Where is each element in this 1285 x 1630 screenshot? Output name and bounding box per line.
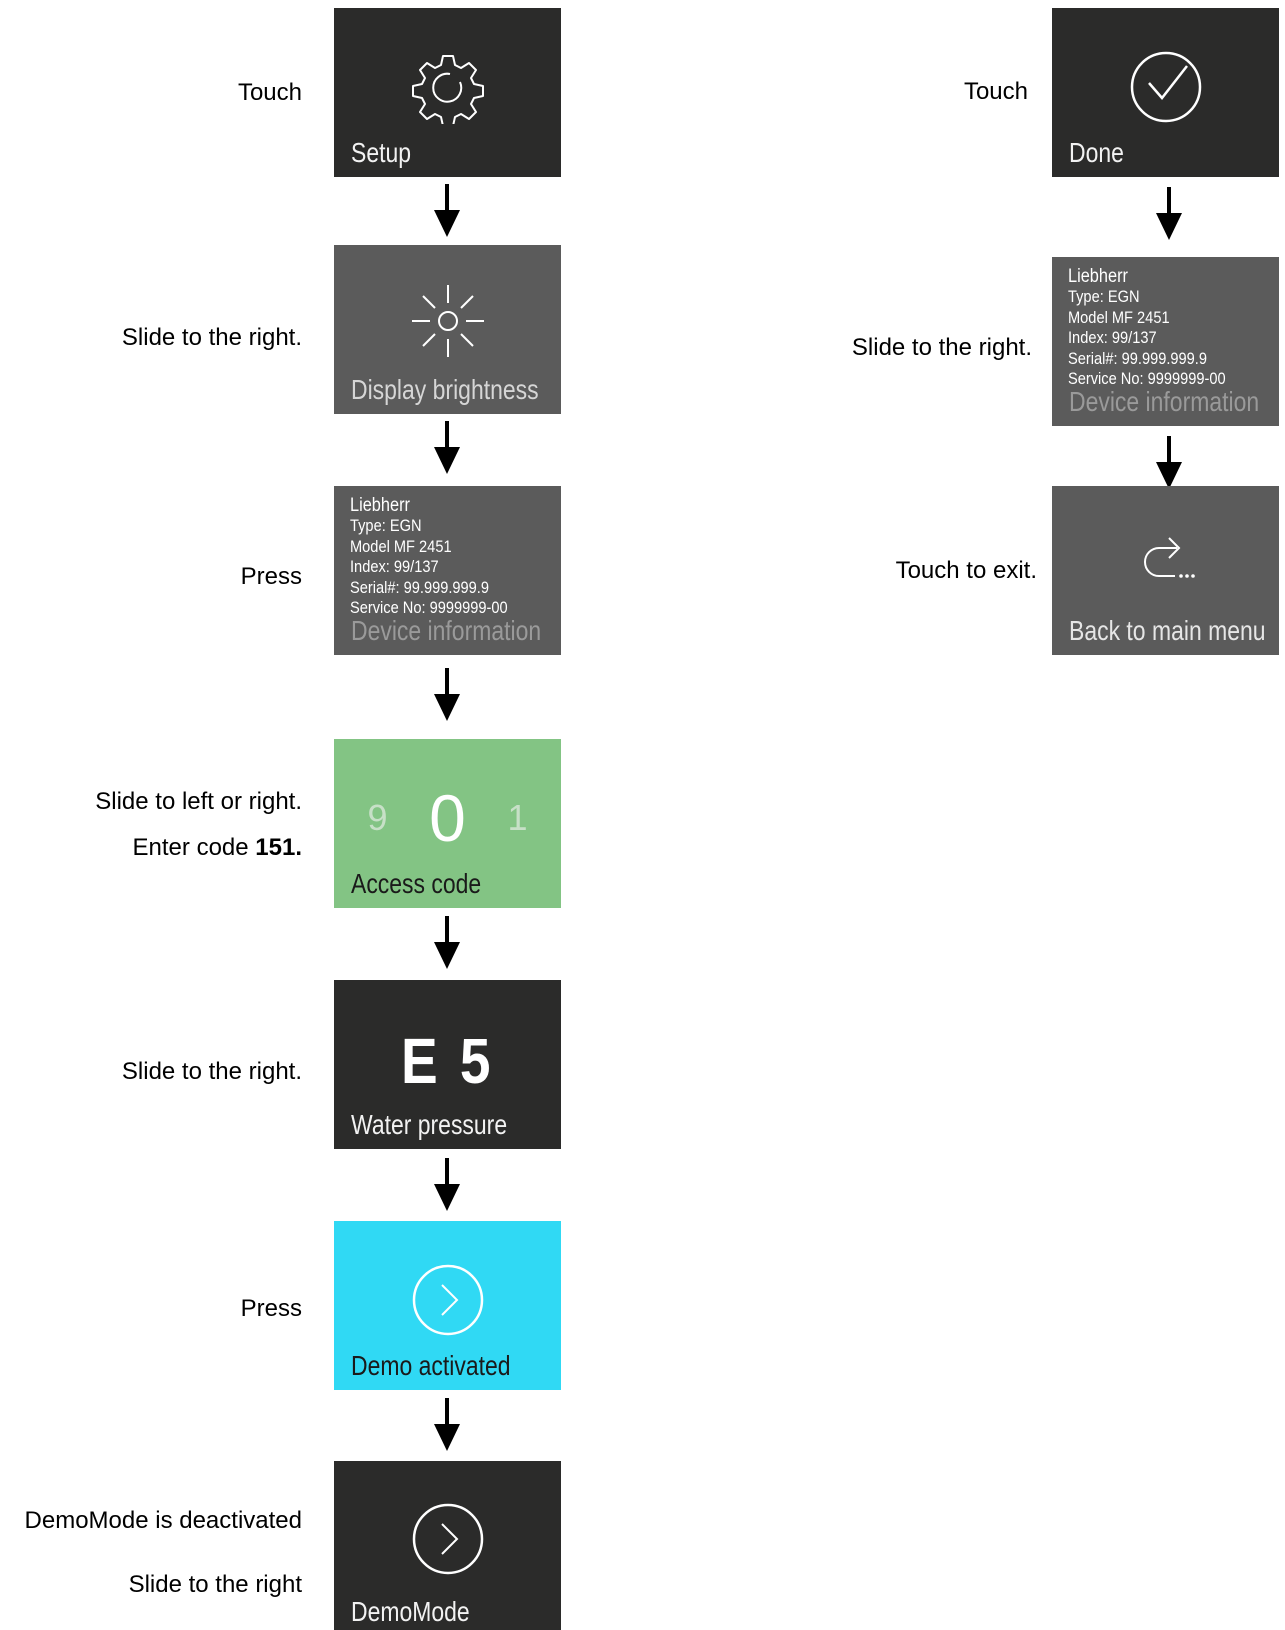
tile-label: Display brightness — [351, 374, 539, 405]
device-info-text: Liebherr Type: EGN Model MF 2451 Index: … — [1068, 266, 1226, 390]
check-circle-icon — [1052, 50, 1279, 124]
device-index: Index: 99/137 — [1068, 328, 1157, 347]
device-brand: Liebherr — [1068, 266, 1128, 287]
down-arrow-icon — [434, 421, 460, 474]
demomode-tile[interactable]: DemoMode — [334, 1461, 561, 1630]
water-pressure-tile[interactable]: E 5 Water pressure — [334, 980, 561, 1149]
device-type: Type: EGN — [1068, 287, 1140, 306]
instruction-slide-left-right: Slide to left or right. — [95, 788, 302, 815]
instruction-touch-done: Touch — [963, 78, 1028, 105]
instruction-demomode-deactivated: DemoMode is deactivated — [24, 1507, 302, 1534]
device-index: Index: 99/137 — [350, 557, 439, 576]
done-tile[interactable]: Done — [1052, 8, 1279, 177]
error-code-value: E 5 — [401, 1025, 494, 1097]
chevron-circle-icon — [334, 1263, 561, 1337]
instruction-slide-right-3: Slide to the right — [128, 1571, 302, 1598]
return-arrow-icon — [1052, 526, 1279, 600]
device-type: Type: EGN — [350, 516, 422, 535]
down-arrow-icon — [434, 184, 460, 237]
device-model: Model MF 2451 — [1068, 307, 1170, 327]
back-to-main-menu-tile[interactable]: Back to main menu — [1052, 486, 1279, 655]
device-service-no: Service No: 9999999-00 — [350, 598, 508, 617]
tile-label: Device information — [351, 615, 542, 646]
device-serial: Serial#: 99.999.999.9 — [350, 577, 489, 597]
tile-label: Demo activated — [351, 1350, 511, 1381]
digit-picker[interactable]: 9 0 1 — [334, 781, 561, 855]
device-model: Model MF 2451 — [350, 536, 452, 556]
down-arrow-icon — [1156, 187, 1182, 240]
access-code-tile[interactable]: 9 0 1 Access code — [334, 739, 561, 908]
chevron-circle-icon — [334, 1502, 561, 1576]
sun-icon — [334, 283, 561, 359]
gear-icon — [334, 52, 561, 124]
down-arrow-icon — [434, 1398, 460, 1451]
current-digit: 0 — [429, 781, 466, 855]
device-service-no: Service No: 9999999-00 — [1068, 369, 1226, 388]
instruction-slide-right-4: Slide to the right. — [851, 334, 1032, 361]
tile-label: Device information — [1069, 386, 1260, 417]
demo-activated-tile[interactable]: Demo activated — [334, 1221, 561, 1390]
enter-code-prefix: Enter code — [132, 834, 256, 861]
instruction-press-2: Press — [240, 1295, 302, 1322]
access-code-value: 151. — [255, 834, 302, 861]
device-information-tile-right[interactable]: Liebherr Type: EGN Model MF 2451 Index: … — [1052, 257, 1279, 426]
tile-label: Access code — [351, 868, 482, 899]
down-arrow-icon — [434, 916, 460, 969]
tile-label: Water pressure — [351, 1109, 508, 1140]
down-arrow-icon — [434, 668, 460, 721]
setup-tile[interactable]: Setup — [334, 8, 561, 177]
instruction-enter-code: Enter code 151. — [133, 834, 302, 862]
instruction-touch-exit: Touch to exit. — [895, 557, 1037, 584]
device-brand: Liebherr — [350, 495, 410, 516]
device-information-tile[interactable]: Liebherr Type: EGN Model MF 2451 Index: … — [334, 486, 561, 655]
tile-label: DemoMode — [351, 1596, 470, 1627]
tile-label: Back to main menu — [1069, 615, 1266, 646]
previous-digit: 9 — [367, 797, 388, 838]
device-info-text: Liebherr Type: EGN Model MF 2451 Index: … — [350, 495, 508, 619]
instruction-slide-right-1: Slide to the right. — [121, 324, 302, 351]
tile-label: Setup — [351, 137, 412, 168]
instruction-slide-right-2: Slide to the right. — [121, 1058, 302, 1085]
down-arrow-icon — [434, 1158, 460, 1211]
instruction-touch-setup: Touch — [237, 79, 302, 106]
tile-label: Done — [1069, 137, 1124, 168]
device-serial: Serial#: 99.999.999.9 — [1068, 348, 1207, 368]
down-arrow-icon — [1156, 436, 1182, 489]
next-digit: 1 — [507, 797, 528, 838]
instruction-press-1: Press — [240, 563, 302, 590]
display-brightness-tile[interactable]: Display brightness — [334, 245, 561, 414]
